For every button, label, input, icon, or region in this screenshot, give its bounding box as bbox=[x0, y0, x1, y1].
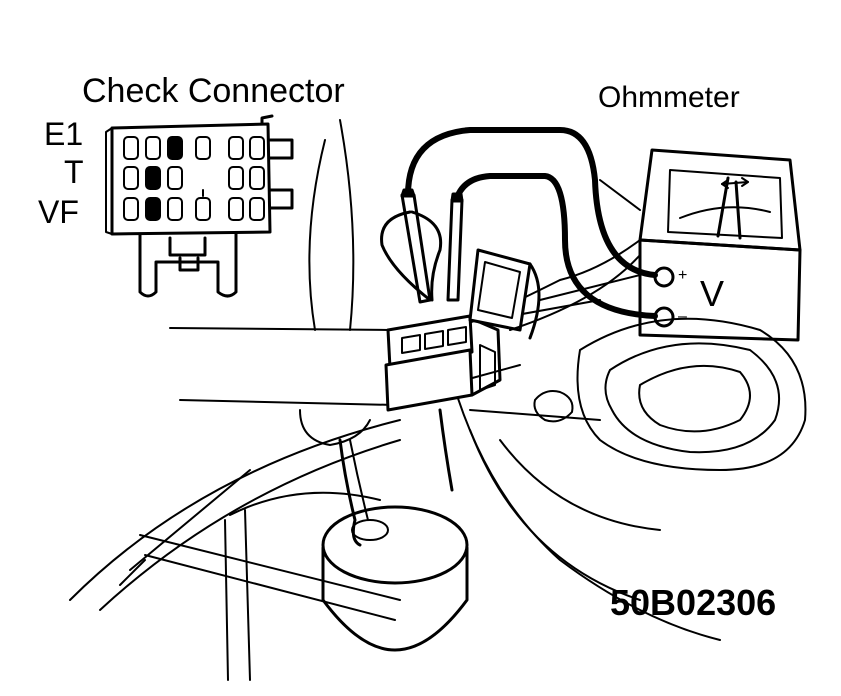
pin-label-e1: E1 bbox=[44, 116, 84, 152]
guide-lines bbox=[509, 254, 641, 331]
meter-plus-sign: + bbox=[678, 267, 688, 284]
check-connector-title: Check Connector bbox=[82, 72, 345, 110]
test-leads bbox=[405, 127, 658, 319]
pin-label-vf: VF bbox=[38, 194, 79, 230]
ohmmeter bbox=[638, 148, 802, 342]
check-connector-inset bbox=[105, 114, 294, 298]
terminal-cavities bbox=[123, 136, 265, 221]
positive-terminal bbox=[653, 266, 675, 288]
engine-bay-background bbox=[69, 119, 807, 681]
meter-minus-sign: – bbox=[678, 308, 687, 325]
test-probes bbox=[380, 188, 464, 304]
ohmmeter-title: Ohmmeter bbox=[598, 81, 740, 114]
meter-unit-label: V bbox=[700, 273, 725, 314]
pin-label-t: T bbox=[64, 154, 84, 190]
engine-connector bbox=[384, 248, 541, 412]
figure-code: 50B02306 bbox=[610, 582, 777, 623]
